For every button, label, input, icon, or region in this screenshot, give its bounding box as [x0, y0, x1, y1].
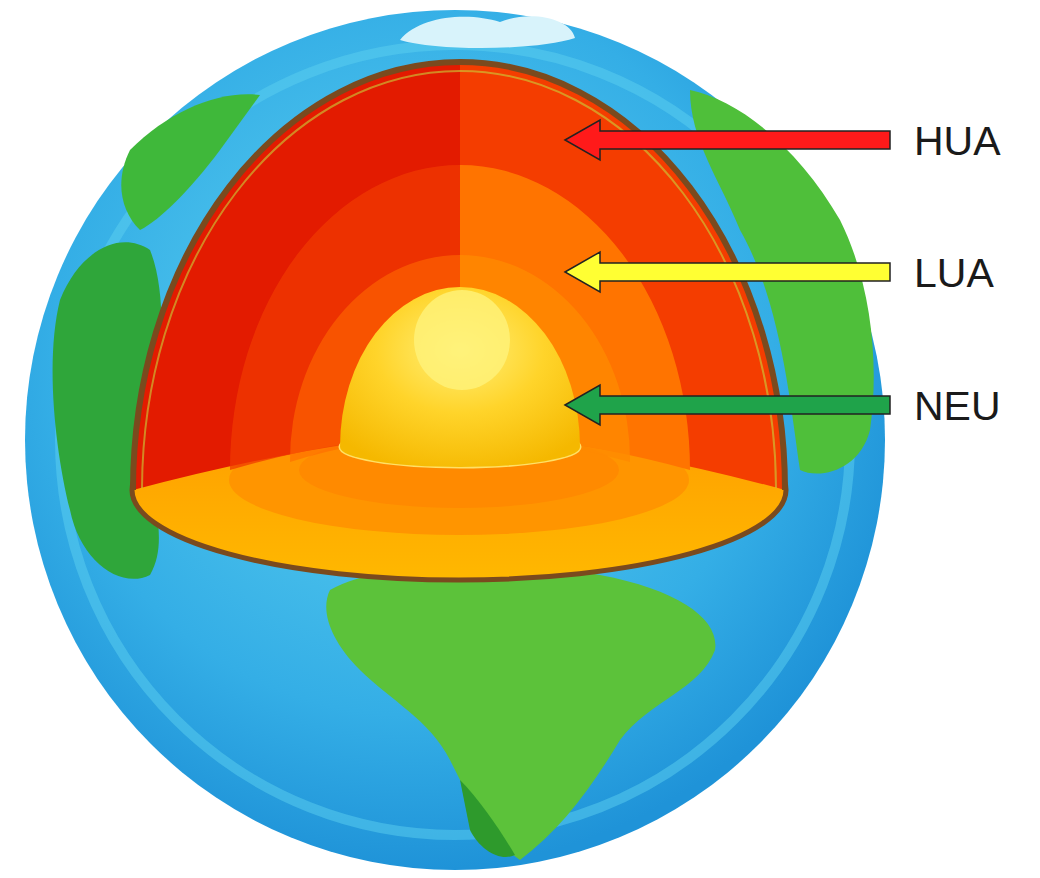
- pointer-arrow: [565, 252, 890, 292]
- layer-label: LUA: [914, 253, 994, 294]
- inner-core: [340, 287, 580, 467]
- layer-label: NEU: [914, 386, 1001, 427]
- pointer-arrow: [565, 120, 890, 160]
- continent: [326, 565, 715, 860]
- pointer-arrow: [565, 385, 890, 425]
- layer-label: HUA: [914, 121, 1001, 162]
